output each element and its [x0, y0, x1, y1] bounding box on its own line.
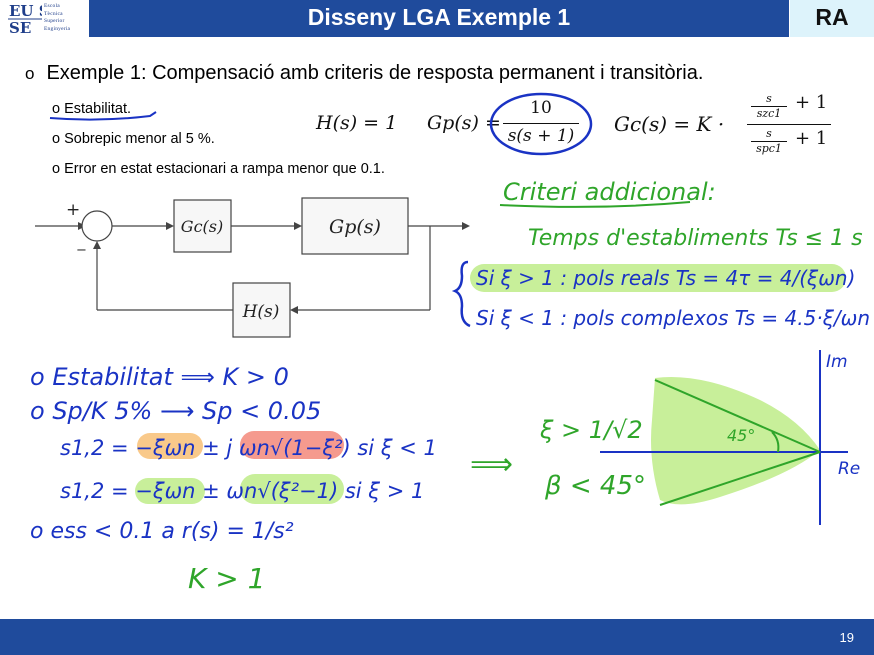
block-diagram [35, 197, 470, 338]
settling-time-note: Temps d'establiments Ts ≤ 1 s [528, 226, 863, 251]
real-axis-label: Re [838, 459, 860, 479]
gp-numerator: 10 [530, 98, 552, 118]
gc-num-top: s [766, 92, 772, 105]
criterion-text: Error en estat estacionari a rampa menor… [64, 161, 385, 177]
bullet-marker: o [25, 64, 35, 83]
brace-stroke [451, 260, 471, 328]
case-complex-poles: Si ξ < 1 : pols complexos Ts = 4.5·ξ/ωn [476, 306, 870, 330]
school-logo-icon: EU SE SE [8, 2, 42, 35]
h-equation: H(s) = 1 [316, 112, 398, 134]
circle-highlight [489, 92, 593, 156]
gp-denominator: s(s + 1) [507, 126, 575, 146]
criteri-addicional-note: Criteri addicional: [503, 178, 716, 206]
stability-note: o Estabilitat ⟹ K > 0 [30, 363, 289, 391]
title-bar [89, 0, 789, 37]
slide-title: Disseny LGA Exemple 1 [307, 4, 571, 30]
h-block-label: H(s) [242, 302, 280, 322]
s-plane-sketch [600, 350, 848, 525]
main-bullet: o Exemple 1: Compensació amb criteris de … [25, 62, 703, 85]
gc-lhs: Gc(s) = K · [614, 112, 725, 136]
logo-text: Escola Tècnica Superior Enginyeria [44, 3, 70, 33]
criterion-item: o Error en estat estacionari a rampa men… [52, 161, 385, 177]
gain-condition-note: K > 1 [188, 562, 265, 595]
angle-condition: β < 45° [544, 471, 646, 501]
highlight-band [135, 478, 205, 504]
highlight-band [137, 433, 203, 459]
gc-num-bot: szc1 [756, 107, 782, 120]
highlight-band [240, 431, 344, 459]
imag-axis-label: Im [826, 352, 848, 372]
page-number: 19 [839, 630, 854, 645]
underline-stroke [499, 201, 691, 208]
angle-label: 45° [727, 426, 755, 445]
slide-footer [0, 619, 874, 655]
sub-marker: o [52, 131, 61, 147]
criterion-item: o Estabilitat. [52, 101, 131, 117]
gc-den-top: s [766, 127, 772, 140]
gc-den-plus-one: + 1 [795, 128, 828, 149]
case-real-poles: Si ξ > 1 : pols reals Ts = 4τ = 4/(ξωn) [476, 266, 855, 290]
gp-lhs: Gp(s) = [427, 112, 501, 134]
poles-overdamped: s1,2 = −ξωn ± ωn√(ξ²−1) si ξ > 1 [60, 479, 424, 503]
gp-block-label: Gp(s) [329, 216, 381, 238]
poles-underdamped: s1,2 = −ξωn ± j ωn√(1−ξ²) si ξ < 1 [60, 436, 437, 460]
gc-num-plus-one: + 1 [795, 92, 828, 113]
implies-arrow: ⟹ [470, 447, 513, 482]
underline-stroke [49, 111, 157, 121]
sum-minus-sign: − [76, 243, 87, 258]
logo-line: Enginyeria [44, 25, 71, 32]
logo-line: Tècnica [44, 10, 63, 17]
damping-condition: ξ > 1/√2 [539, 416, 643, 444]
highlight-band [240, 474, 344, 504]
tag-box [790, 0, 874, 37]
gc-main-bar [747, 124, 831, 125]
logo-line: Superior [44, 18, 65, 24]
logo-line: Escola [44, 3, 60, 9]
highlight-band [470, 264, 846, 292]
sub-marker: o [52, 161, 61, 177]
gc-num-bar [751, 106, 787, 107]
gc-den-bot: spc1 [756, 142, 782, 155]
sum-plus-sign: + [66, 200, 80, 220]
main-heading: Exemple 1: Compensació amb criteris de r… [46, 62, 704, 84]
criterion-text: Estabilitat. [64, 101, 132, 117]
gc-block-label: Gc(s) [181, 217, 223, 236]
overshoot-note: o Sp/K 5% ⟶ Sp < 0.05 [30, 397, 321, 425]
gc-den-bar [751, 141, 787, 142]
logo-mark-text: EU SE [9, 2, 42, 20]
sub-marker: o [52, 101, 61, 117]
svg-text:SE: SE [9, 19, 31, 35]
tag-label: RA [815, 4, 849, 30]
slide-header: EU SE SE Escola Tècnica Superior Enginye… [0, 0, 874, 37]
gp-fraction-bar [503, 123, 579, 124]
criterion-text: Sobrepic menor al 5 %. [64, 131, 215, 147]
steady-state-error-note: o ess < 0.1 a r(s) = 1/s² [30, 519, 294, 544]
criterion-item: o Sobrepic menor al 5 %. [52, 131, 215, 147]
